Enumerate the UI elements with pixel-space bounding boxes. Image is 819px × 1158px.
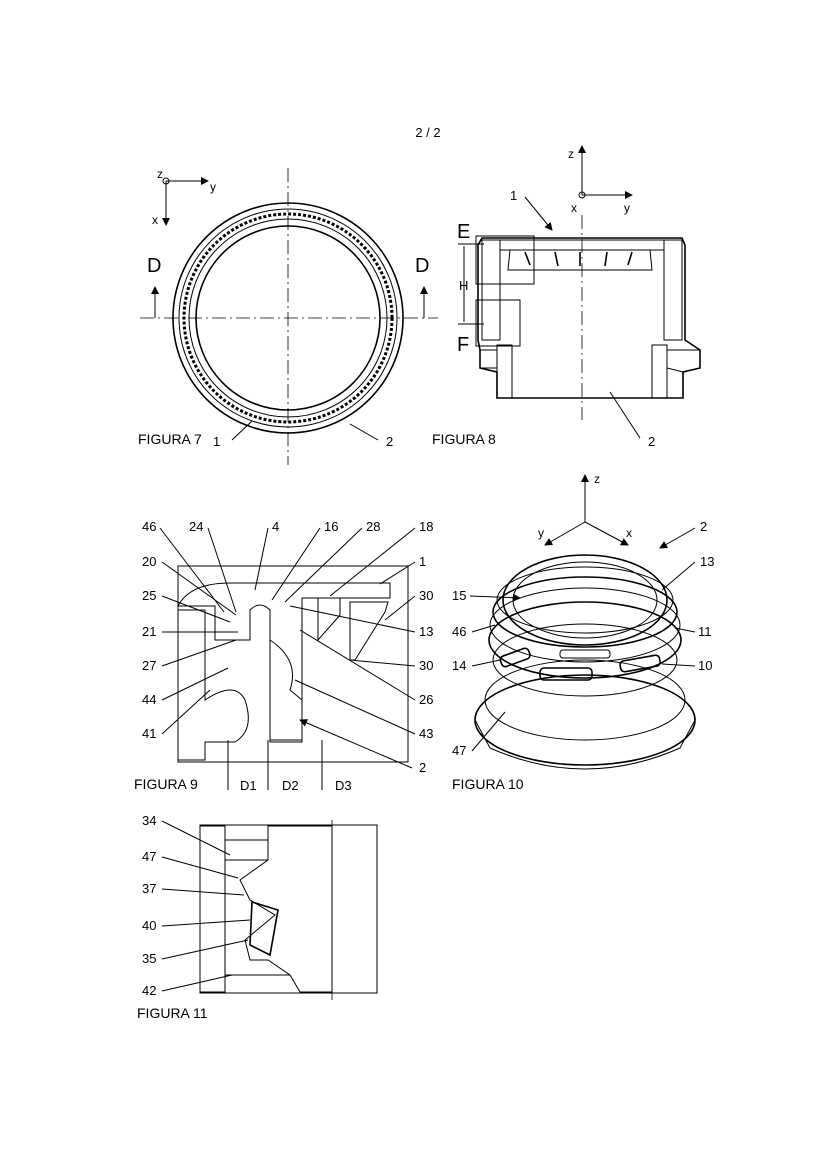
label-13: 13	[419, 624, 433, 639]
label-18: 18	[419, 519, 433, 534]
axis-x-label: x	[626, 526, 632, 540]
axis-z-label: z	[568, 147, 574, 161]
figure-caption: FIGURA 7	[138, 431, 202, 447]
label-16: 16	[324, 519, 338, 534]
label-30b: 30	[419, 658, 433, 673]
label-25: 25	[142, 588, 156, 603]
figure-caption: FIGURA 11	[137, 1005, 208, 1021]
label-1: 1	[419, 554, 426, 569]
label-27: 27	[142, 658, 156, 673]
label-47: 47	[142, 849, 156, 864]
dimension-d1: D1	[240, 778, 257, 793]
axis-x-label: x	[571, 201, 577, 215]
page-number: 2 / 2	[415, 125, 440, 140]
figure-7: z y x D D 1 2 FIGURA 7	[138, 167, 438, 465]
label-21: 21	[142, 624, 156, 639]
outer-ring	[172, 202, 404, 434]
label-37: 37	[142, 881, 156, 896]
detail-mark-f: F	[457, 334, 469, 356]
inner-ring	[195, 225, 381, 411]
dimension-d2: D2	[282, 778, 299, 793]
label-2: 2	[648, 434, 655, 449]
axis-triad-icon: z y x	[538, 472, 632, 546]
label-2: 2	[419, 760, 426, 775]
label-35: 35	[142, 951, 156, 966]
label-43: 43	[419, 726, 433, 741]
label-4: 4	[272, 519, 279, 534]
axis-z-label: z	[594, 472, 600, 486]
figure-caption: FIGURA 9	[134, 776, 198, 792]
figure-caption: FIGURA 10	[452, 776, 524, 792]
label-42: 42	[142, 983, 156, 998]
axis-y-label: y	[210, 180, 216, 194]
figure-11: 34 47 37 40 35 42 FIGURA 11	[137, 813, 378, 1021]
axis-z-label: z	[157, 167, 163, 181]
axis-triad-icon: z y x	[568, 145, 633, 215]
section-mark-left: D	[147, 255, 161, 277]
label-46: 46	[142, 519, 156, 534]
figure-10: z y x 2 13 15 46 11 14 10	[452, 472, 714, 792]
axis-y-label: y	[624, 201, 630, 215]
label-20: 20	[142, 554, 156, 569]
detail-frame	[177, 565, 409, 763]
dimension-h: H	[459, 278, 468, 293]
label-47: 47	[452, 743, 466, 758]
label-11: 11	[698, 624, 712, 639]
label-41: 41	[142, 726, 156, 741]
figure-9: D1 D2 D3 46 24 4 16 28 18 20 25 21 27 44…	[134, 519, 433, 793]
label-2: 2	[386, 434, 393, 449]
figure-8: z y x E F H 1 2 FIGURA 8	[432, 145, 701, 449]
label-30: 30	[419, 588, 433, 603]
figure-caption: FIGURA 8	[432, 431, 496, 447]
label-2: 2	[700, 519, 707, 534]
label-13: 13	[700, 554, 714, 569]
axis-triad-icon: z y x	[152, 167, 216, 227]
label-28: 28	[366, 519, 380, 534]
label-14: 14	[452, 658, 466, 673]
detail-mark-e: E	[457, 221, 470, 243]
dimension-d3: D3	[335, 778, 352, 793]
label-15: 15	[452, 588, 466, 603]
label-44: 44	[142, 692, 156, 707]
axis-y-label: y	[538, 526, 544, 540]
label-24: 24	[189, 519, 203, 534]
label-1: 1	[510, 188, 517, 203]
label-10: 10	[698, 658, 712, 673]
label-1: 1	[213, 434, 220, 449]
section-mark-right: D	[415, 255, 429, 277]
label-40: 40	[142, 918, 156, 933]
label-26: 26	[419, 692, 433, 707]
label-34: 34	[142, 813, 156, 828]
detail-frame	[199, 824, 378, 994]
axis-x-label: x	[152, 213, 158, 227]
label-46: 46	[452, 624, 466, 639]
